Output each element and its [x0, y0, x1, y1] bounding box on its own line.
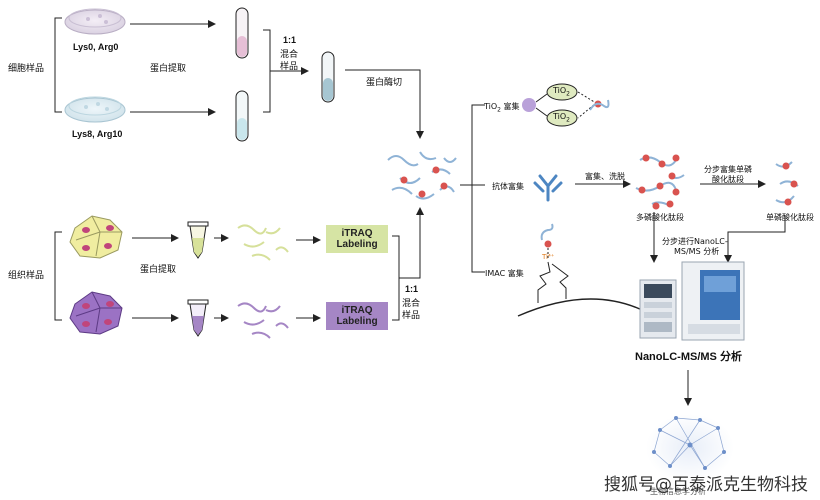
imac-chelator-right: [551, 263, 569, 299]
single-phospho-label: 单磷酸化肽段: [766, 213, 814, 222]
arrow-mix-bottom-to-peptides: [399, 207, 424, 279]
nanolc-instrument: [639, 279, 677, 339]
peptide-mixture: [387, 151, 457, 200]
protein-extract-top-label: 蛋白提取: [150, 64, 187, 74]
phospho-sites-mixture: [400, 166, 448, 198]
mix-top-ratio: 1:1: [283, 35, 297, 45]
test-tube-heavy: [235, 90, 249, 142]
tissue-cells-purple: [69, 291, 123, 335]
test-tube-light: [235, 7, 249, 59]
tissue-sample-label: 组织样品: [8, 271, 45, 281]
imac-bound-peptide: [540, 223, 554, 241]
tio2-node-top: [546, 83, 578, 101]
nanolc-analysis-label: NanoLC-MS/MS 分析: [635, 351, 742, 363]
tio2-bound-peptide: [589, 99, 610, 111]
multi-phospho-sites: [638, 154, 680, 210]
tio2-node-bottom: [546, 109, 578, 127]
tio2-enrich-label: TiO2 富集: [484, 102, 520, 114]
antibody-enrich-label: 抗体富集: [492, 182, 524, 191]
heavy-label-lys8: Lys8, Arg10: [72, 129, 123, 139]
protein-extract-bottom-label: 蛋白提取: [140, 265, 177, 275]
mass-spectrometer: [681, 261, 745, 341]
mix-bottom-mix: 混合: [402, 299, 421, 309]
mix-bracket-bottom: [392, 235, 400, 321]
stepwise-nano-line1: 分步进行NanoLC-: [662, 237, 728, 246]
tio2-bead: [522, 98, 536, 112]
enrich-wash-label: 富集、洗脱: [585, 172, 625, 181]
stepwise-enrich-line2: 酸化肽段: [712, 175, 744, 184]
peptides-purple: [237, 302, 289, 339]
imac-enrich-label: IMAC 富集: [485, 269, 524, 278]
watermark: 搜狐号@百泰派克生物科技: [604, 475, 808, 495]
tio2-link-bottom: [535, 107, 548, 117]
bioinfo-label: 生物信息学分析: [650, 487, 706, 496]
mix-top-sample: 样品: [280, 62, 299, 72]
stepwise-enrich-line1: 分步富集单磷: [704, 165, 752, 174]
itraq-top-line1: iTRAQ: [341, 228, 373, 239]
digest-label: 蛋白酶切: [366, 78, 403, 88]
mix-bottom-sample: 样品: [402, 311, 421, 321]
light-label-lys0: Lys0, Arg0: [73, 42, 119, 52]
multi-phospho-label: 多磷酸化肽段: [636, 213, 684, 222]
cell-sample-label: 细胞样品: [8, 64, 45, 74]
imac-chelator-left: [537, 261, 551, 303]
arrow-single-to-ms: [724, 215, 786, 263]
tissue-cells-yellow: [69, 215, 123, 259]
bioinfo-network: [646, 414, 734, 482]
itraq-bottom-line2: Labeling: [336, 316, 378, 327]
eppendorf-purple: [187, 299, 209, 337]
itraq-bottom-line1: iTRAQ: [341, 305, 373, 316]
itraq-top-line2: Labeling: [336, 239, 378, 250]
tio2-top-text: TiO2: [553, 86, 570, 98]
petri-dish-light: [64, 8, 126, 35]
ti-ion-label: Ti⁴⁺: [542, 253, 555, 261]
antibody-icon: [533, 174, 563, 202]
imac-bound-phospho: [544, 240, 552, 248]
enrichment-branch: [471, 104, 485, 273]
imac-surface: [517, 298, 661, 321]
petri-dish-heavy: [64, 96, 126, 123]
cell-bracket: [54, 17, 62, 113]
test-tube-mixed: [321, 51, 335, 103]
tio2-bottom-text: TiO2: [553, 112, 570, 124]
single-phospho-sites: [782, 162, 798, 206]
tissue-bracket: [54, 231, 62, 321]
eppendorf-yellow: [187, 221, 209, 259]
mix-bottom-ratio: 1:1: [405, 284, 419, 294]
tio2-link-top: [535, 93, 548, 103]
peptides-yellow: [237, 224, 289, 261]
arrow-to-digest: [345, 69, 424, 139]
stepwise-nano-line2: MS/MS 分析: [674, 247, 720, 256]
mix-top-mix: 混合: [280, 50, 299, 60]
mix-bracket-top: [263, 29, 271, 113]
